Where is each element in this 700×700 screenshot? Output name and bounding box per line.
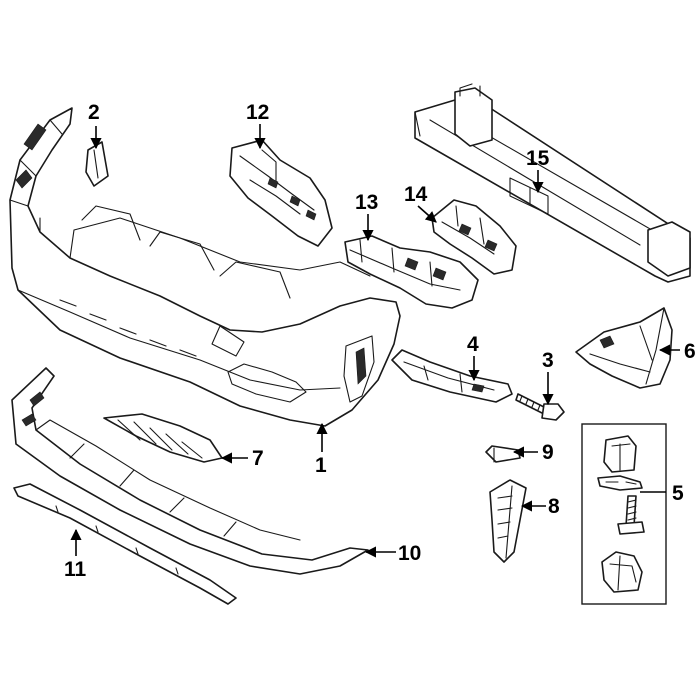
bumper-cover-part[interactable] [9, 107, 401, 427]
callout-13: 13 [355, 191, 378, 214]
reinforcement-beam-part[interactable] [414, 83, 691, 283]
side-support-part[interactable] [489, 479, 527, 563]
corner-clip-part[interactable] [85, 141, 109, 187]
leader-lines [70, 124, 680, 558]
callout-6: 6 [684, 340, 696, 363]
callout-12: 12 [246, 101, 269, 124]
callout-10: 10 [398, 542, 421, 565]
grille-insert-part[interactable] [103, 413, 223, 463]
upper-left-bracket-part[interactable] [229, 139, 333, 247]
callout-11: 11 [64, 558, 87, 581]
callout-5: 5 [672, 482, 684, 505]
fastener-kit-box[interactable] [581, 423, 667, 605]
callout-7: 7 [252, 447, 264, 470]
right-upper-bracket-part[interactable] [431, 199, 517, 275]
callout-4: 4 [467, 333, 479, 356]
lower-deflector-part[interactable] [11, 367, 369, 575]
callout-8: 8 [548, 495, 560, 518]
callout-labels: 1 2 3 4 5 6 7 8 9 10 11 12 13 14 15 [64, 101, 696, 581]
retainer-part[interactable] [485, 445, 521, 463]
callout-2: 2 [88, 101, 100, 124]
right-side-bracket-part[interactable] [575, 307, 673, 389]
callout-15: 15 [526, 147, 550, 170]
callout-9: 9 [542, 441, 554, 464]
callout-1: 1 [315, 454, 327, 477]
callout-3: 3 [542, 349, 554, 372]
callout-14: 14 [404, 183, 428, 206]
bolt-part[interactable] [515, 393, 565, 421]
lower-strip-part[interactable] [13, 483, 237, 605]
center-bracket-part[interactable] [344, 235, 479, 309]
side-bracket-part[interactable] [391, 349, 513, 403]
